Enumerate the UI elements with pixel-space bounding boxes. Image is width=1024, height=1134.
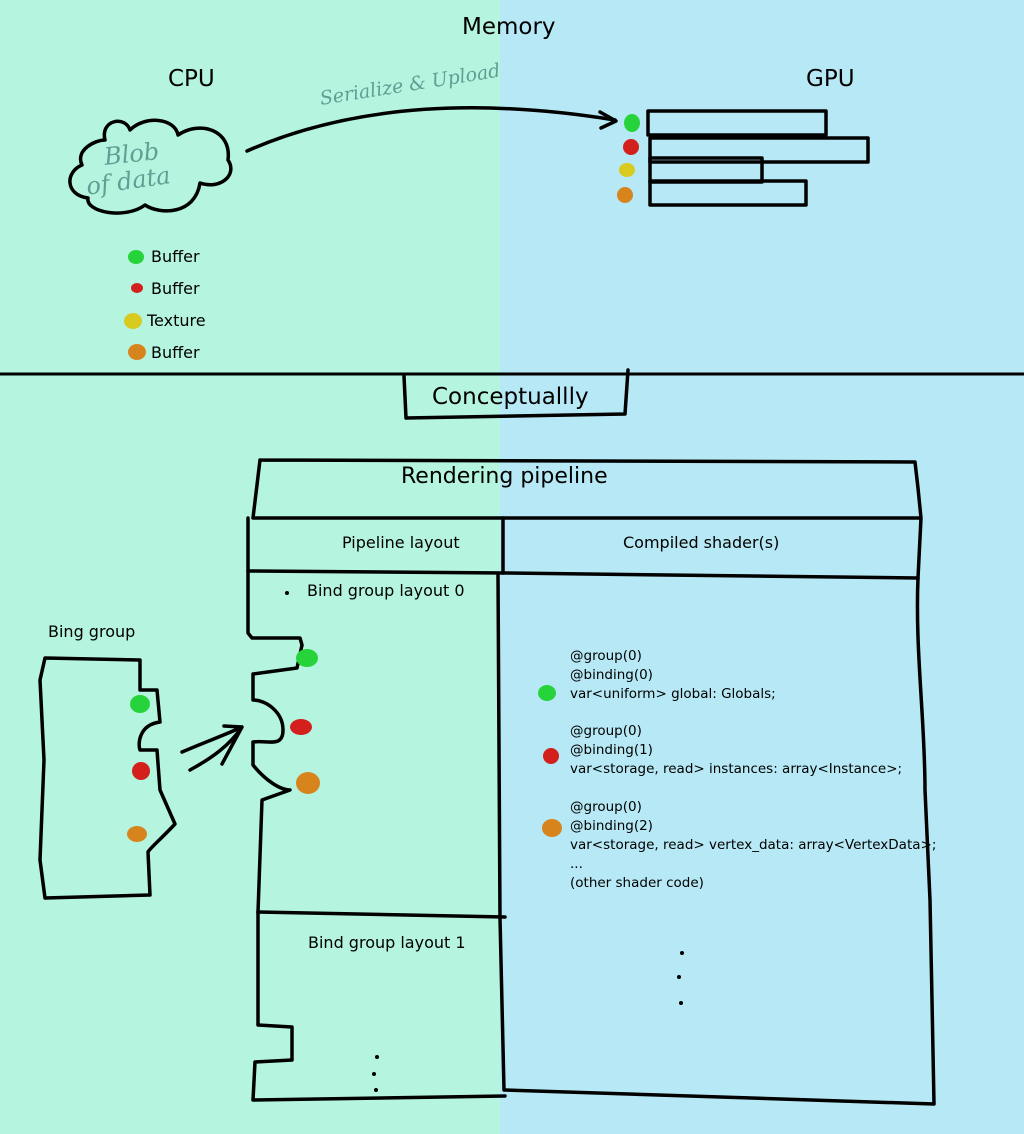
legend-label: Texture xyxy=(147,311,206,330)
rendering-pipeline-title: Rendering pipeline xyxy=(401,464,608,489)
legend-label: Buffer xyxy=(151,279,200,298)
pipeline-layout-label: Pipeline layout xyxy=(342,533,460,552)
bind-arrow xyxy=(180,724,244,772)
bgl1-outline xyxy=(251,910,507,1102)
gpu-buffer-bar-1 xyxy=(646,109,828,137)
gpu-region-background xyxy=(500,0,1024,1134)
shader-binding-block: @group(0)@binding(0)var<uniform> global:… xyxy=(570,648,776,702)
shader-binding-block: @group(0)@binding(2)var<storage, read> v… xyxy=(570,799,937,891)
cpu-region-background xyxy=(0,0,500,1134)
conceptually-label: Conceptuallly xyxy=(432,384,589,410)
legend-dots xyxy=(124,250,146,360)
bgl0-outline xyxy=(246,569,304,914)
layout-slot-dots xyxy=(290,649,320,794)
gpu-resource-dots xyxy=(617,114,640,203)
memory-title: Memory xyxy=(462,14,556,40)
cpu-label: CPU xyxy=(168,66,215,92)
gpu-label: GPU xyxy=(806,66,855,92)
compiled-shaders-label: Compiled shader(s) xyxy=(623,533,780,552)
gpu-buffer-bar-2 xyxy=(648,136,870,164)
legend-label: Buffer xyxy=(151,343,200,362)
bind-group-layout-1-label: Bind group layout 1 xyxy=(308,933,466,952)
blob-cloud xyxy=(68,118,233,215)
bind-group-layout-0-label: Bind group layout 0 xyxy=(307,581,465,600)
shader-binding-dots xyxy=(538,685,562,837)
shader-binding-block: @group(0)@binding(1)var<storage, read> i… xyxy=(570,723,903,777)
shader-box xyxy=(503,576,936,1106)
gpu-buffer-bar-3 xyxy=(648,179,808,207)
conceptually-box xyxy=(402,368,630,420)
bind-group-piece xyxy=(38,656,177,900)
upload-arrow xyxy=(245,106,617,153)
legend-label: Buffer xyxy=(151,247,200,266)
bind-group-dots xyxy=(127,695,150,842)
bind-group-label: Bing group xyxy=(48,622,136,641)
